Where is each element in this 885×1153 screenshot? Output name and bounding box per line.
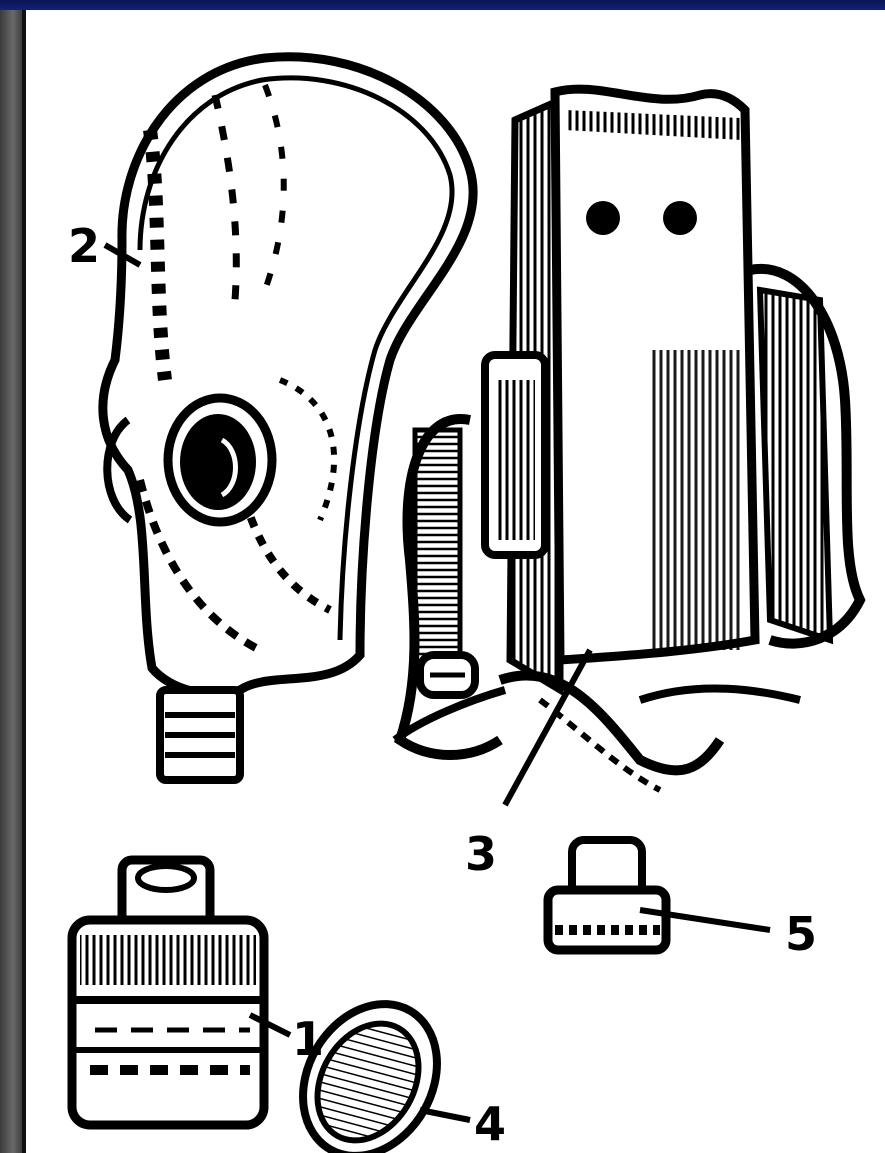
callout-2: 2 <box>68 219 100 273</box>
callout-1: 1 <box>292 1012 324 1066</box>
filter-canister <box>72 860 264 1125</box>
anti-fog-film-disc <box>276 980 463 1153</box>
mask-valve-neck <box>160 690 240 780</box>
plug-cap <box>548 840 666 950</box>
callout-3: 3 <box>465 827 497 881</box>
callout-4: 4 <box>474 1097 506 1151</box>
callout-5: 5 <box>785 907 817 961</box>
